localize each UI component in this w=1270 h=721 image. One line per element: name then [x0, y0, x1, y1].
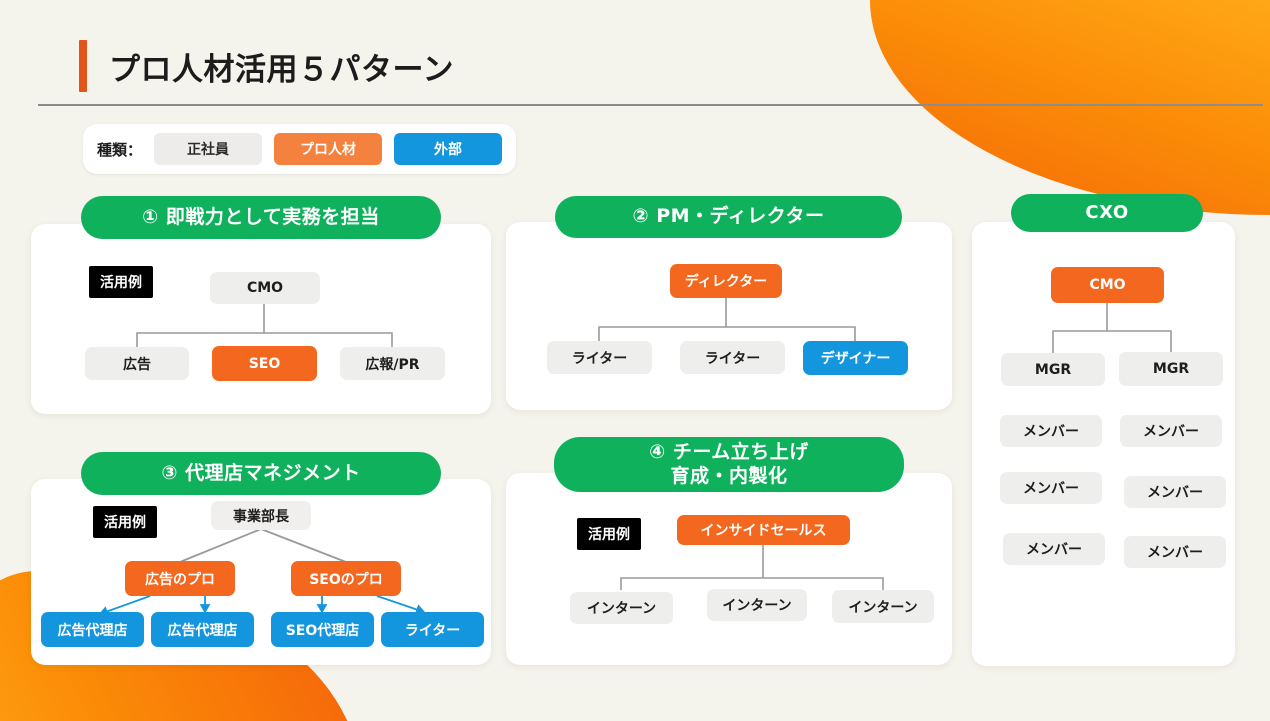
- card-3-node-root[interactable]: 事業部長: [211, 501, 311, 530]
- card-2-node-root[interactable]: ディレクター: [670, 264, 782, 298]
- card-3-title-pill: ③ 代理店マネジメント: [81, 452, 441, 495]
- page-header: プロ人材活用５パターン: [79, 40, 454, 92]
- legend-bar: 種類： 正社員 プロ人材 外部: [83, 124, 517, 174]
- card-4-node-child-0[interactable]: インターン: [570, 592, 673, 624]
- legend-label: 種類：: [97, 140, 143, 159]
- legend-chip-pro-jinzai[interactable]: プロ人材: [274, 133, 383, 165]
- card-3-node-mid-1[interactable]: SEOのプロ: [291, 561, 401, 596]
- card-3-node-leaf-2[interactable]: SEO代理店: [271, 612, 374, 647]
- legend-chip-seishain[interactable]: 正社員: [154, 133, 263, 165]
- card-5-node-member-right-2[interactable]: メンバー: [1124, 536, 1226, 568]
- card-pattern-1[interactable]: [31, 224, 491, 414]
- card-4-title-line1: ④ チーム立ち上げ: [649, 441, 809, 464]
- card-5-node-member-left-1[interactable]: メンバー: [1000, 472, 1102, 504]
- card-1-node-child-2[interactable]: 広報/PR: [340, 347, 445, 380]
- card-2-title-pill: ② PM・ディレクター: [555, 196, 902, 238]
- card-5-node-manager-1[interactable]: MGR: [1119, 352, 1223, 386]
- card-2-node-child-1[interactable]: ライター: [680, 341, 785, 374]
- card-5-node-manager-0[interactable]: MGR: [1001, 353, 1105, 386]
- card-5-title-pill: CXO: [1011, 194, 1203, 232]
- card-3-node-leaf-3[interactable]: ライター: [381, 612, 484, 647]
- page-title: プロ人材活用５パターン: [109, 51, 454, 88]
- card-2-node-child-0[interactable]: ライター: [547, 341, 652, 374]
- card-4-node-child-2[interactable]: インターン: [832, 590, 934, 623]
- card-1-title-pill: ① 即戦力として実務を担当: [81, 196, 441, 239]
- card-5-node-root[interactable]: CMO: [1051, 267, 1164, 303]
- card-3-example-tag: 活用例: [93, 506, 157, 538]
- legend-chip-gaibu[interactable]: 外部: [394, 133, 503, 165]
- card-1-example-tag: 活用例: [89, 266, 153, 298]
- card-3-node-leaf-1[interactable]: 広告代理店: [151, 612, 254, 647]
- card-5-node-member-left-0[interactable]: メンバー: [1000, 415, 1102, 447]
- card-3-node-mid-0[interactable]: 広告のプロ: [125, 561, 235, 596]
- card-1-node-root[interactable]: CMO: [210, 272, 320, 304]
- card-pattern-4[interactable]: [506, 473, 952, 665]
- card-4-title-pill: ④ チーム立ち上げ 育成・内製化: [554, 437, 904, 492]
- card-4-node-root[interactable]: インサイドセールス: [677, 515, 850, 545]
- header-divider: [38, 104, 1263, 106]
- card-1-node-child-1[interactable]: SEO: [212, 346, 317, 381]
- card-pattern-2[interactable]: [506, 222, 952, 410]
- card-4-example-tag: 活用例: [577, 518, 641, 550]
- card-5-node-member-right-1[interactable]: メンバー: [1124, 476, 1226, 508]
- card-4-title-line2: 育成・内製化: [670, 464, 788, 487]
- card-5-node-member-left-2[interactable]: メンバー: [1003, 533, 1105, 565]
- card-1-node-child-0[interactable]: 広告: [85, 347, 189, 380]
- card-2-node-child-2[interactable]: デザイナー: [803, 341, 908, 375]
- card-3-node-leaf-0[interactable]: 広告代理店: [41, 612, 144, 647]
- card-4-node-child-1[interactable]: インターン: [707, 589, 807, 621]
- card-5-node-member-right-0[interactable]: メンバー: [1120, 415, 1222, 447]
- title-accent-bar: [79, 40, 87, 92]
